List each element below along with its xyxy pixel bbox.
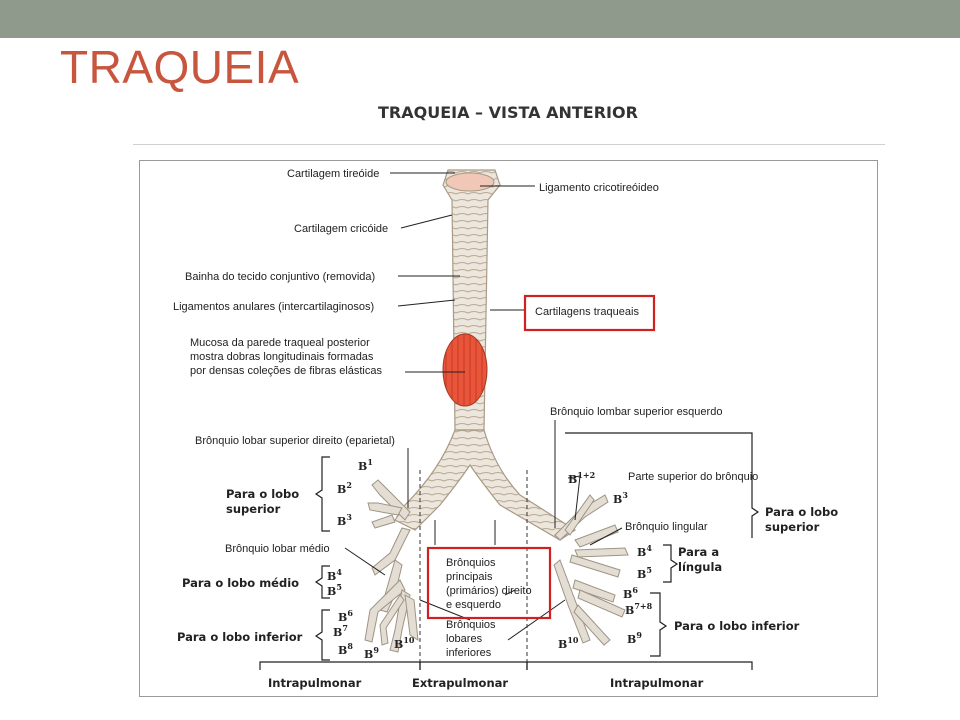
group-lobo-superior-esq-line2: superior (765, 520, 820, 534)
label-parte-superior: Parte superior do brônquio (628, 471, 758, 483)
title-divider (133, 144, 885, 145)
label-principais-line4: e esquerdo (446, 599, 501, 611)
grouping-braces (259, 432, 760, 670)
group-lingula-line2: língula (678, 560, 722, 574)
label-bronquio-lobar-sup-dir: Brônquio lobar superior direito (epariet… (195, 435, 395, 447)
segment-r-b4: B4 (327, 567, 342, 583)
label-mucosa-line2: mostra dobras longitudinais formadas (190, 351, 374, 363)
left-bronchial-tree (553, 494, 629, 646)
segment-r-b2: B2 (337, 480, 352, 496)
group-lobo-superior-esq-line1: Para o lobo (765, 505, 838, 519)
label-principais-line2: principais (446, 571, 493, 583)
highlight-bronquios-principais (426, 546, 552, 620)
figure-title: TRAQUEIA – VISTA ANTERIOR (378, 103, 638, 122)
segment-r-b8: B8 (338, 641, 353, 657)
segment-l-b10: B10 (558, 635, 579, 651)
segment-l-b6: B6 (623, 585, 638, 601)
segment-r-b1: B1 (358, 457, 373, 473)
segment-r-b9: B9 (364, 645, 379, 661)
group-lobo-inferior-esq: Para o lobo inferior (674, 619, 800, 633)
segment-r-b5: B5 (327, 582, 342, 598)
right-bronchial-tree (364, 479, 419, 653)
label-bronquio-lobar-medio: Brônquio lobar médio (225, 543, 330, 555)
slide-title: TRAQUEIA (60, 41, 300, 93)
label-mucosa-line3: por densas coleções de fibras elásticas (190, 365, 382, 377)
highlight-cartilagens-traqueais (523, 294, 656, 332)
segment-r-b3: B3 (337, 512, 352, 528)
segment-l-b3: B3 (613, 490, 628, 506)
group-lobo-superior-dir-line2: superior (226, 502, 281, 516)
trachea-illustration (394, 169, 577, 541)
group-intrapulmonar-left: Intrapulmonar (268, 676, 362, 690)
group-lobo-inferior-dir: Para o lobo inferior (177, 630, 303, 644)
label-mucosa-line1: Mucosa da parede traqueal posterior (190, 337, 370, 349)
label-lobares-line1: Brônquios (446, 619, 496, 631)
group-lobo-medio: Para o lobo médio (182, 576, 299, 590)
label-bronquio-lombar-sup-esq: Brônquio lombar superior esquerdo (550, 406, 722, 418)
segment-r-b7: B7 (333, 623, 348, 639)
group-intrapulmonar-right: Intrapulmonar (610, 676, 704, 690)
anatomy-labels: Cartilagem tireóide Ligamento cricotireó… (173, 168, 758, 659)
segment-r-b6: B6 (338, 608, 353, 624)
segment-l-b5: B5 (637, 565, 652, 581)
group-extrapulmonar: Extrapulmonar (412, 676, 508, 690)
label-ligamentos-anulares: Ligamentos anulares (intercartilaginosos… (173, 301, 374, 313)
group-lobo-superior-dir-line1: Para o lobo (226, 487, 299, 501)
label-principais-line1: Brônquios (446, 557, 496, 569)
group-lingula-line1: Para a (678, 545, 719, 559)
label-cartilagem-tireoide: Cartilagem tireóide (287, 168, 379, 180)
leader-lines (344, 172, 623, 665)
label-cartilagem-cricoide: Cartilagem cricóide (294, 223, 388, 235)
group-labels: Para o lobo superior Para o lobo médio P… (177, 487, 838, 690)
label-lobares-line2: lobares (446, 633, 483, 645)
slide-header-bar (0, 0, 960, 38)
label-bronquio-lingular: Brônquio lingular (625, 521, 708, 533)
segment-l-b7-8: B7+8 (625, 601, 653, 617)
label-principais-line3: (primários) direito (446, 585, 532, 597)
label-cartilagens-traqueais: Cartilagens traqueais (535, 306, 639, 318)
segment-l-b4: B4 (637, 543, 652, 559)
segment-l-b9: B9 (627, 630, 642, 646)
segment-l-b1-2: B1+2 (568, 470, 595, 486)
figure-frame (139, 160, 878, 697)
segment-labels: B1 B2 B3 B4 B5 B6 B7 B8 B9 B10 B1+2 B3 B… (327, 457, 653, 661)
segment-r-b10: B10 (394, 635, 415, 651)
label-bainha: Bainha do tecido conjuntivo (removida) (185, 271, 375, 283)
label-ligamento-cricotireoideo: Ligamento cricotireóideo (539, 182, 659, 194)
label-lobares-line3: inferiores (446, 647, 492, 659)
